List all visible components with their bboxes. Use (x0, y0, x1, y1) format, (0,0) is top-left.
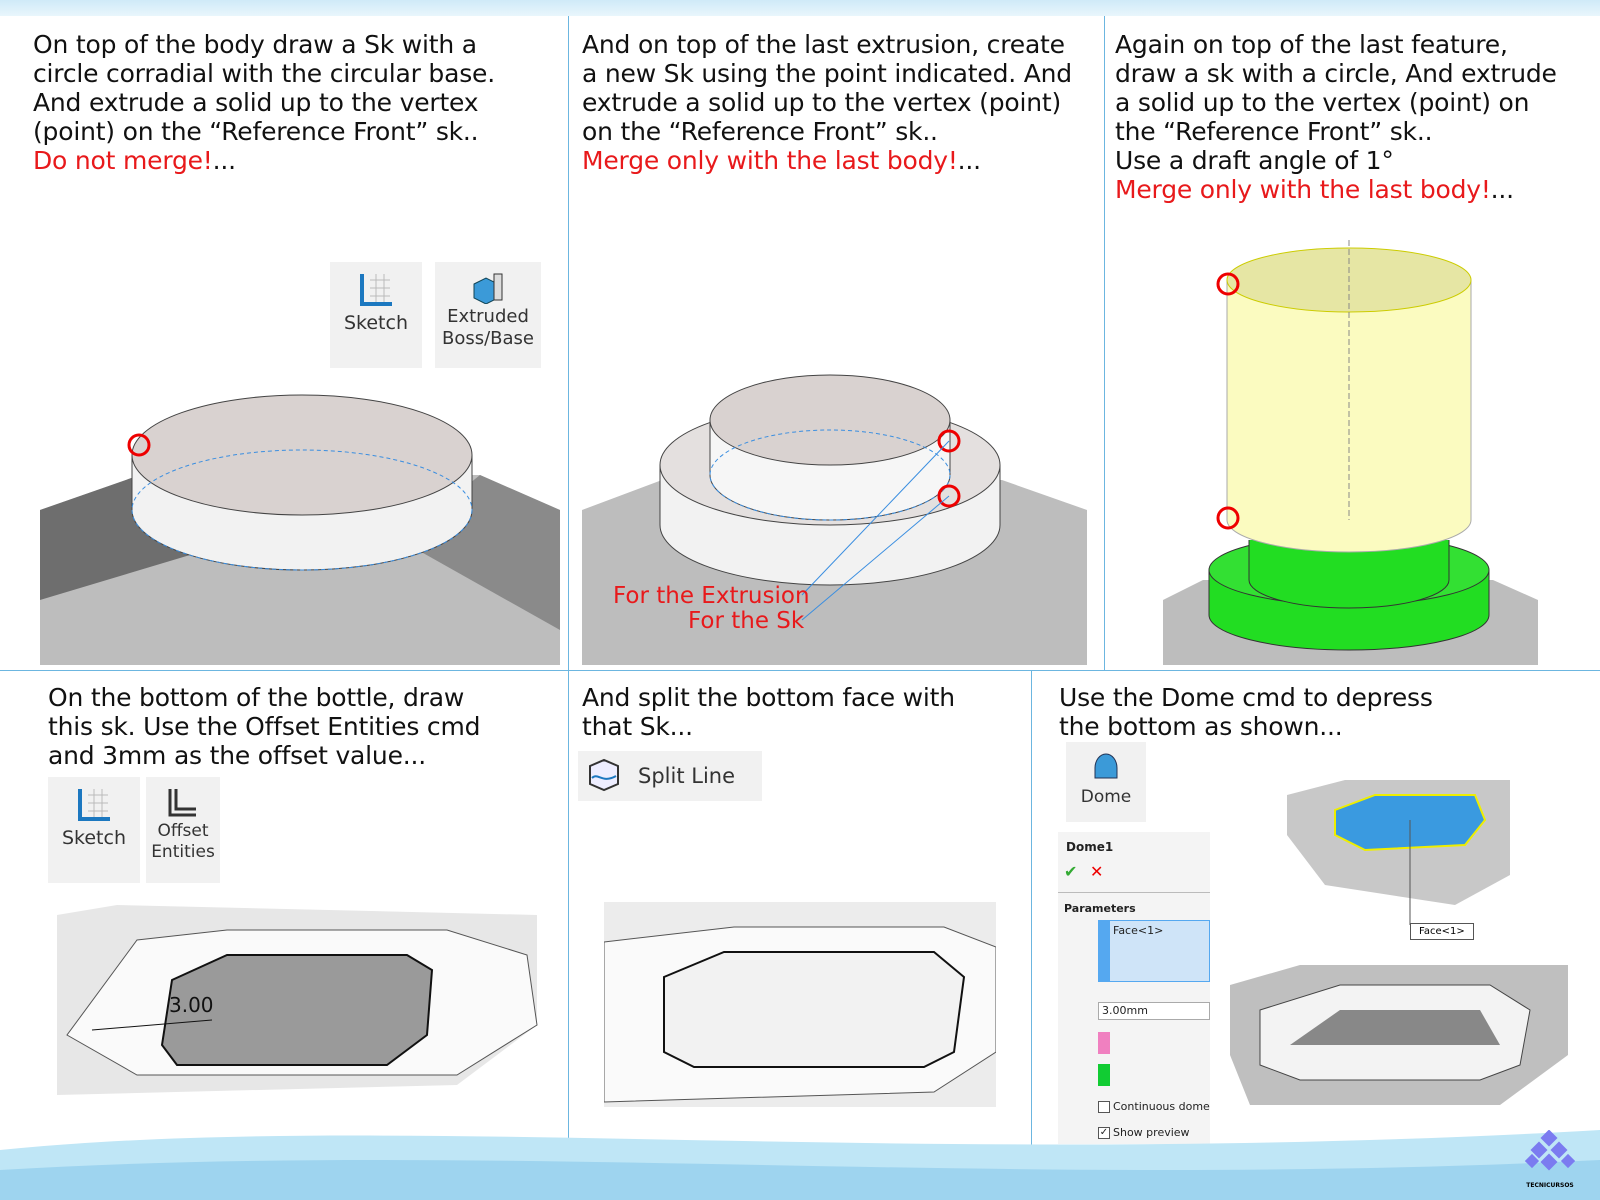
model-view-1 (40, 394, 560, 665)
model-view-5 (604, 902, 996, 1107)
sketch-icon (360, 274, 392, 306)
model-view-3 (1163, 240, 1538, 665)
divider (1104, 16, 1105, 670)
footer-wave (0, 1130, 1600, 1200)
dimension-label: 3.00 (169, 993, 214, 1017)
sketch-button[interactable]: Sketch (330, 262, 422, 368)
model-view-6a (1287, 780, 1510, 925)
split-line-icon (589, 758, 619, 792)
extruded-boss-icon (473, 273, 503, 304)
sketch-button[interactable]: Sketch (48, 777, 140, 883)
sketch-icon (78, 789, 110, 821)
panel3-instructions: Again on top of the last feature,draw a … (1115, 30, 1557, 204)
continuous-dome-checkbox[interactable]: Continuous dome (1098, 1100, 1210, 1113)
model-view-4: 3.00 (57, 905, 538, 1095)
face-selection-box[interactable]: Face<1> (1098, 920, 1210, 982)
divider (1031, 670, 1032, 1151)
top-bar (0, 0, 1600, 16)
face-callout: Face<1> (1410, 923, 1474, 940)
model-view-6b (1230, 965, 1568, 1105)
parameters-section: Parameters (1064, 902, 1136, 915)
vertex-marker (127, 433, 151, 457)
show-preview-checkbox[interactable]: ✓Show preview (1098, 1126, 1190, 1139)
tecnicursos-logo: TECNICURSOS (1520, 1129, 1580, 1189)
dome-icon (1094, 753, 1118, 779)
dome-property-manager: Dome1 ✔ ✕ Parameters Face<1> 3.00mm Cont… (1058, 832, 1210, 1144)
annotation-sketch: For the Sk (688, 608, 805, 634)
annotation-extrusion: For the Extrusion (613, 583, 810, 609)
dome-title: Dome1 (1066, 840, 1114, 854)
dome-button[interactable]: Dome (1066, 742, 1146, 822)
logo-icon (1524, 1129, 1576, 1171)
ok-button[interactable]: ✔ (1064, 862, 1078, 881)
panel2-instructions: And on top of the last extrusion, create… (582, 30, 1072, 175)
offset-entities-icon (168, 789, 196, 817)
divider (0, 670, 1600, 671)
model-view-2 (582, 374, 1087, 665)
distance-input[interactable]: 3.00mm (1098, 1002, 1210, 1020)
split-line-button[interactable]: Split Line (578, 751, 762, 801)
divider (568, 16, 569, 1151)
cancel-button[interactable]: ✕ (1090, 862, 1104, 881)
